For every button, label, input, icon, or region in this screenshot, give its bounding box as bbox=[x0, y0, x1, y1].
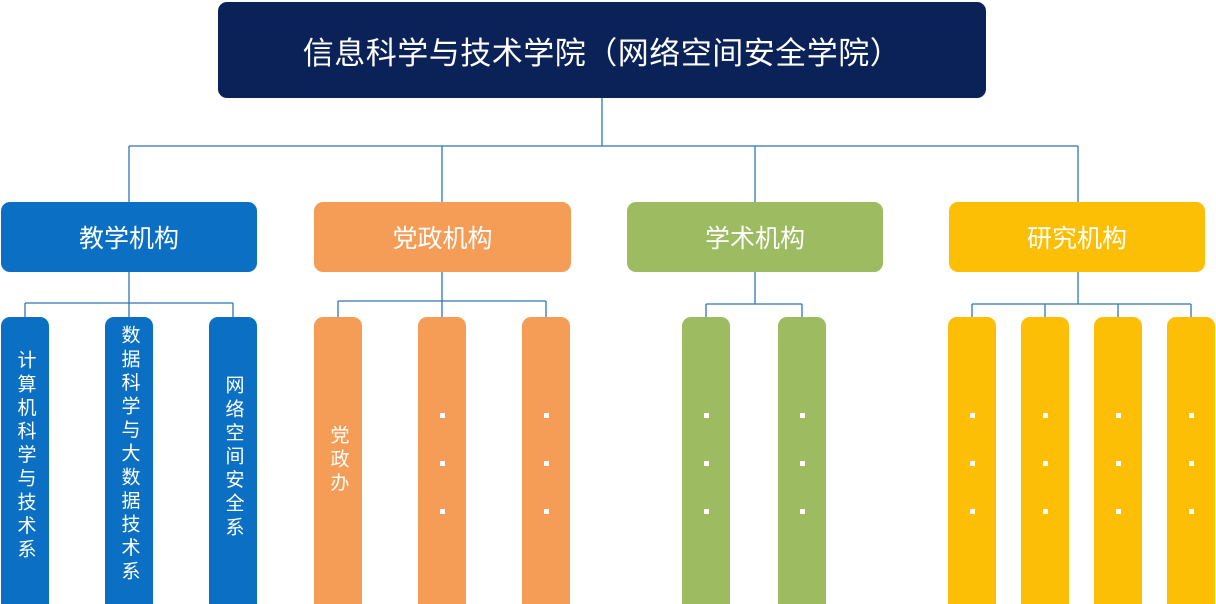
ellipsis-vertical bbox=[799, 317, 805, 604]
ellipsis-vertical bbox=[1042, 317, 1048, 604]
org-title: 信息科学与技术学院（网络空间安全学院） bbox=[218, 2, 986, 98]
dept-cyber-security: 网络空间安全系 bbox=[209, 317, 257, 604]
unit-party-more bbox=[418, 317, 466, 604]
ellipsis-vertical bbox=[543, 317, 549, 604]
category-teaching: 教学机构 bbox=[1, 202, 257, 272]
category-party-admin: 党政机构 bbox=[314, 202, 571, 272]
ellipsis-vertical bbox=[969, 317, 975, 604]
dept-label: 数据科学与大数据技术系 bbox=[118, 325, 141, 585]
dept-label: 网络空间安全系 bbox=[222, 375, 245, 541]
ellipsis-vertical bbox=[1115, 317, 1121, 604]
dept-data-science: 数据科学与大数据技术系 bbox=[105, 317, 153, 604]
unit-research-more bbox=[1021, 317, 1069, 604]
unit-academic-more bbox=[778, 317, 826, 604]
unit-party-more bbox=[522, 317, 570, 604]
ellipsis-vertical bbox=[703, 317, 709, 604]
dept-label: 计算机科学与技术系 bbox=[14, 350, 37, 563]
category-research: 研究机构 bbox=[949, 202, 1205, 272]
unit-label: 党政办 bbox=[327, 425, 350, 496]
unit-research-more bbox=[1094, 317, 1142, 604]
ellipsis-vertical bbox=[1188, 317, 1194, 604]
category-academic: 学术机构 bbox=[627, 202, 883, 272]
unit-party-office: 党政办 bbox=[314, 317, 362, 604]
unit-research-more bbox=[948, 317, 996, 604]
dept-computer-science: 计算机科学与技术系 bbox=[1, 317, 49, 604]
unit-research-more bbox=[1167, 317, 1215, 604]
unit-academic-more bbox=[682, 317, 730, 604]
ellipsis-vertical bbox=[439, 317, 445, 604]
